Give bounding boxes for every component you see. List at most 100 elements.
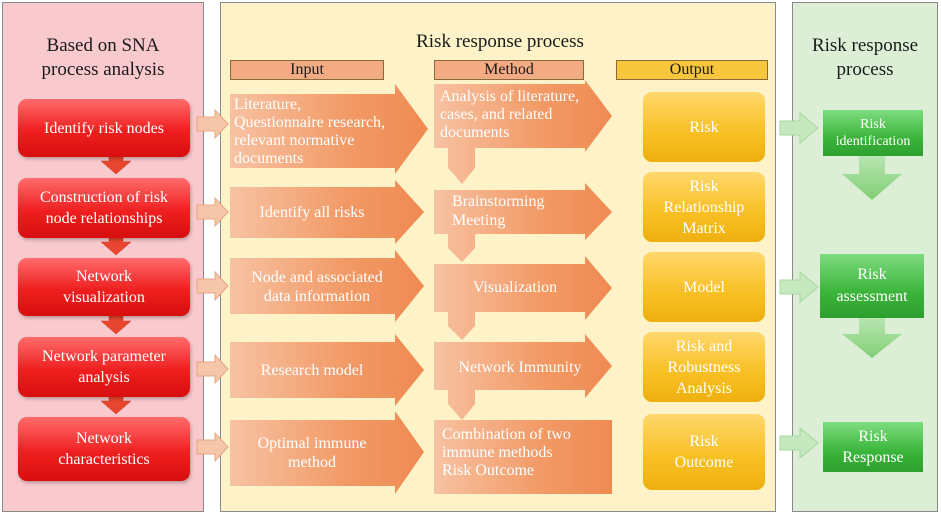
right-connector-arrows: [779, 111, 819, 460]
step-label-line2: analysis: [78, 369, 130, 386]
method-text-5: Combination of two immune methods Risk O…: [442, 426, 610, 480]
connector-arrow-5: [196, 431, 229, 463]
output-header: Output: [616, 60, 768, 80]
connector-arrow-1: [196, 108, 229, 140]
method-text-line: Risk Outcome: [442, 462, 534, 479]
stage-down-arrow-2: [842, 318, 902, 358]
output-text-line: Matrix: [682, 219, 726, 237]
output-risk-outcome: Risk Outcome: [643, 414, 765, 490]
left-connector-arrows: [196, 108, 229, 463]
input-text-line: Questionnaire research,: [234, 114, 386, 131]
output-text-line: Risk: [689, 177, 719, 195]
method-text-4: Network Immunity: [458, 359, 582, 376]
down-arrow-3: [100, 315, 132, 335]
output-text-line: Outcome: [674, 454, 734, 471]
stage-down-arrow-1: [842, 156, 902, 200]
stage-label-line2: Response: [842, 449, 904, 466]
step-label-line1: Network: [76, 430, 132, 447]
input-text-1: Literature, Questionnaire research, rele…: [234, 96, 414, 168]
stage-risk-identification: Risk identification: [823, 110, 923, 156]
connector-arrow-4: [196, 353, 229, 385]
down-arrow-2: [100, 236, 132, 256]
step-label-line1: Construction of risk: [40, 189, 168, 206]
output-text-line: Relationship: [663, 198, 745, 216]
step-network-visualization: Network visualization: [18, 258, 190, 316]
input-text-line: documents: [234, 150, 304, 167]
input-text-line: Optimal immune: [257, 435, 367, 452]
sna-panel-title-line2: process analysis: [41, 59, 165, 80]
method-text-line: Meeting: [452, 212, 506, 229]
stages-panel-title-line2: process: [836, 59, 894, 80]
step-label-line2: characteristics: [58, 451, 150, 468]
method-text-line: immune methods: [442, 444, 553, 461]
output-text-line: Risk: [689, 433, 719, 450]
output-text-line: Analysis: [676, 379, 732, 397]
stages-panel-title-line1: Risk response: [811, 35, 919, 56]
green-connector-arrow-2: [779, 270, 819, 304]
method-text-line: Combination of two: [442, 426, 571, 443]
input-arrow-1: [230, 84, 428, 174]
input-text-line: Node and associated: [251, 269, 383, 286]
method-text-3: Visualization: [472, 279, 558, 296]
stage-label-line1: Risk: [860, 117, 886, 132]
output-text-line: Risk and: [675, 337, 733, 355]
input-text-line: data information: [263, 288, 371, 305]
step-label-line1: Network parameter: [42, 348, 166, 365]
sna-panel-title-line1: Based on SNA: [46, 35, 160, 56]
input-text-3: Node and associated data information: [232, 268, 402, 306]
down-arrow-4: [100, 395, 132, 415]
down-arrow-1: [100, 155, 132, 175]
input-arrow-4: [230, 334, 424, 406]
input-arrow-2: [230, 180, 424, 244]
method-text-line: Brainstorming: [452, 193, 545, 210]
method-header: Method: [434, 60, 584, 80]
step-network-characteristics: Network characteristics: [18, 417, 190, 481]
stage-label-line1: Risk: [857, 266, 887, 283]
stage-label-line2: identification: [835, 134, 911, 149]
step-network-parameter-analysis: Network parameter analysis: [18, 337, 190, 397]
input-text-5: Optimal immune method: [232, 434, 392, 472]
input-text-line: Literature,: [234, 96, 302, 113]
method-arrow-1: [434, 80, 612, 184]
stage-down-arrows: [842, 156, 902, 358]
method-text-1: Analysis of literature, cases, and relat…: [440, 88, 615, 142]
stage-label-line1: Risk: [858, 428, 888, 445]
green-connector-arrow-1: [779, 111, 819, 145]
input-text-4: Research model: [260, 362, 364, 379]
output-risk: Risk: [643, 92, 765, 162]
green-connector-arrow-3: [779, 426, 819, 460]
method-text-line: documents: [440, 124, 510, 141]
stages-panel-title: Risk response process: [792, 34, 938, 82]
sna-panel-title: Based on SNA process analysis: [2, 34, 204, 82]
output-risk-relationship-matrix: Risk Relationship Matrix: [643, 172, 765, 242]
input-text-line: relevant normative: [234, 132, 355, 149]
process-panel-title: Risk response process: [416, 31, 584, 52]
method-arrow-2: [434, 183, 612, 262]
step-label-line2: visualization: [63, 289, 145, 306]
connector-arrow-3: [196, 270, 229, 302]
step-label-line1: Network: [76, 268, 132, 285]
stage-risk-assessment: Risk assessment: [820, 254, 924, 318]
output-risk-robustness-analysis: Risk and Robustness Analysis: [643, 332, 765, 402]
input-text-line: method: [288, 454, 336, 471]
connector-arrow-2: [196, 196, 229, 228]
method-arrow-4: [434, 334, 612, 420]
method-text-line: cases, and related: [440, 106, 553, 123]
method-arrow-5: [434, 420, 612, 494]
method-text-2: Brainstorming Meeting: [452, 192, 582, 230]
input-header: Input: [230, 60, 384, 80]
output-text-line: Robustness: [667, 358, 741, 376]
method-arrow-3: [434, 256, 612, 340]
output-text-line: Risk: [689, 118, 719, 136]
stage-risk-response: Risk Response: [823, 422, 923, 472]
input-arrow-3: [230, 250, 424, 322]
method-text-line: Analysis of literature,: [440, 88, 580, 105]
output-model: Model: [643, 252, 765, 322]
input-arrows: [230, 84, 428, 494]
step-label-line1: Identify risk nodes: [44, 119, 164, 137]
stage-label-line2: assessment: [836, 288, 908, 305]
step-identify-risk-nodes: Identify risk nodes: [18, 99, 190, 157]
step-label-line2: node relationships: [45, 210, 163, 227]
method-arrows: [434, 80, 612, 494]
